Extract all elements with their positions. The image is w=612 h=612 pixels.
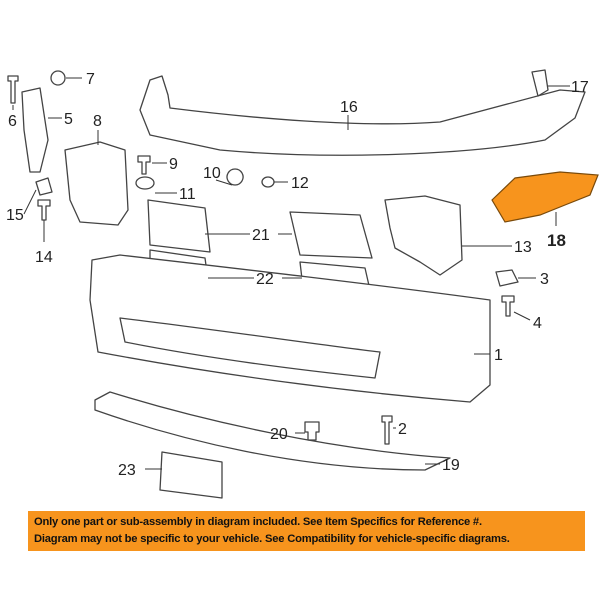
callout-15: 15 [6, 207, 24, 224]
part-4-bolt [501, 295, 515, 317]
callout-23: 23 [118, 462, 136, 479]
callout-18: 18 [547, 231, 566, 250]
callout-2: 2 [398, 421, 407, 438]
callout-4: 4 [533, 315, 542, 332]
part-7-nut [50, 70, 66, 86]
part-16-upper-cover [139, 75, 586, 156]
callout-17: 17 [571, 79, 589, 96]
callout-13: 13 [514, 239, 532, 256]
part-18-highlighted [491, 171, 599, 223]
callout-11: 11 [179, 186, 196, 203]
disclaimer-line-2: Diagram may not be specific to your vehi… [34, 533, 510, 545]
part-20-clip [304, 421, 320, 441]
bumper-lower-opening [119, 317, 381, 379]
disclaimer-line-1: Only one part or sub-assembly in diagram… [34, 516, 482, 528]
disclaimer-banner: Only one part or sub-assembly in diagram… [28, 511, 585, 551]
part-3-clip [495, 269, 519, 287]
part-10 [226, 168, 244, 186]
callout-3: 3 [540, 271, 549, 288]
part-23-plate-bracket [159, 451, 223, 499]
callout-12: 12 [291, 175, 309, 192]
callout-6: 6 [8, 113, 17, 130]
callout-9: 9 [169, 156, 178, 173]
part-17 [531, 69, 549, 97]
part-11 [135, 176, 155, 190]
part-15 [35, 177, 53, 196]
part-6-bolt [7, 75, 19, 104]
part-9 [137, 155, 151, 175]
part-1-bumper [89, 254, 491, 403]
part-14 [37, 199, 51, 221]
part-5-bracket [21, 87, 49, 173]
part-12 [261, 176, 275, 188]
callout-20: 20 [270, 426, 288, 443]
leader-lines [12, 77, 570, 470]
part-21-grille-left [147, 199, 211, 253]
part-13-bracket [384, 195, 463, 276]
callout-8: 8 [93, 113, 102, 130]
callout-16: 16 [340, 99, 358, 116]
callout-19: 19 [442, 457, 460, 474]
callout-1: 1 [494, 347, 503, 364]
part-8-bracket [64, 141, 129, 226]
part-2-bolt [381, 415, 393, 445]
callout-7: 7 [86, 71, 95, 88]
callout-5: 5 [64, 111, 73, 128]
callout-22: 22 [256, 271, 274, 288]
part-21-grille-right [289, 211, 373, 259]
callout-21: 21 [252, 227, 270, 244]
callout-14: 14 [35, 249, 53, 266]
callout-10: 10 [203, 165, 221, 182]
